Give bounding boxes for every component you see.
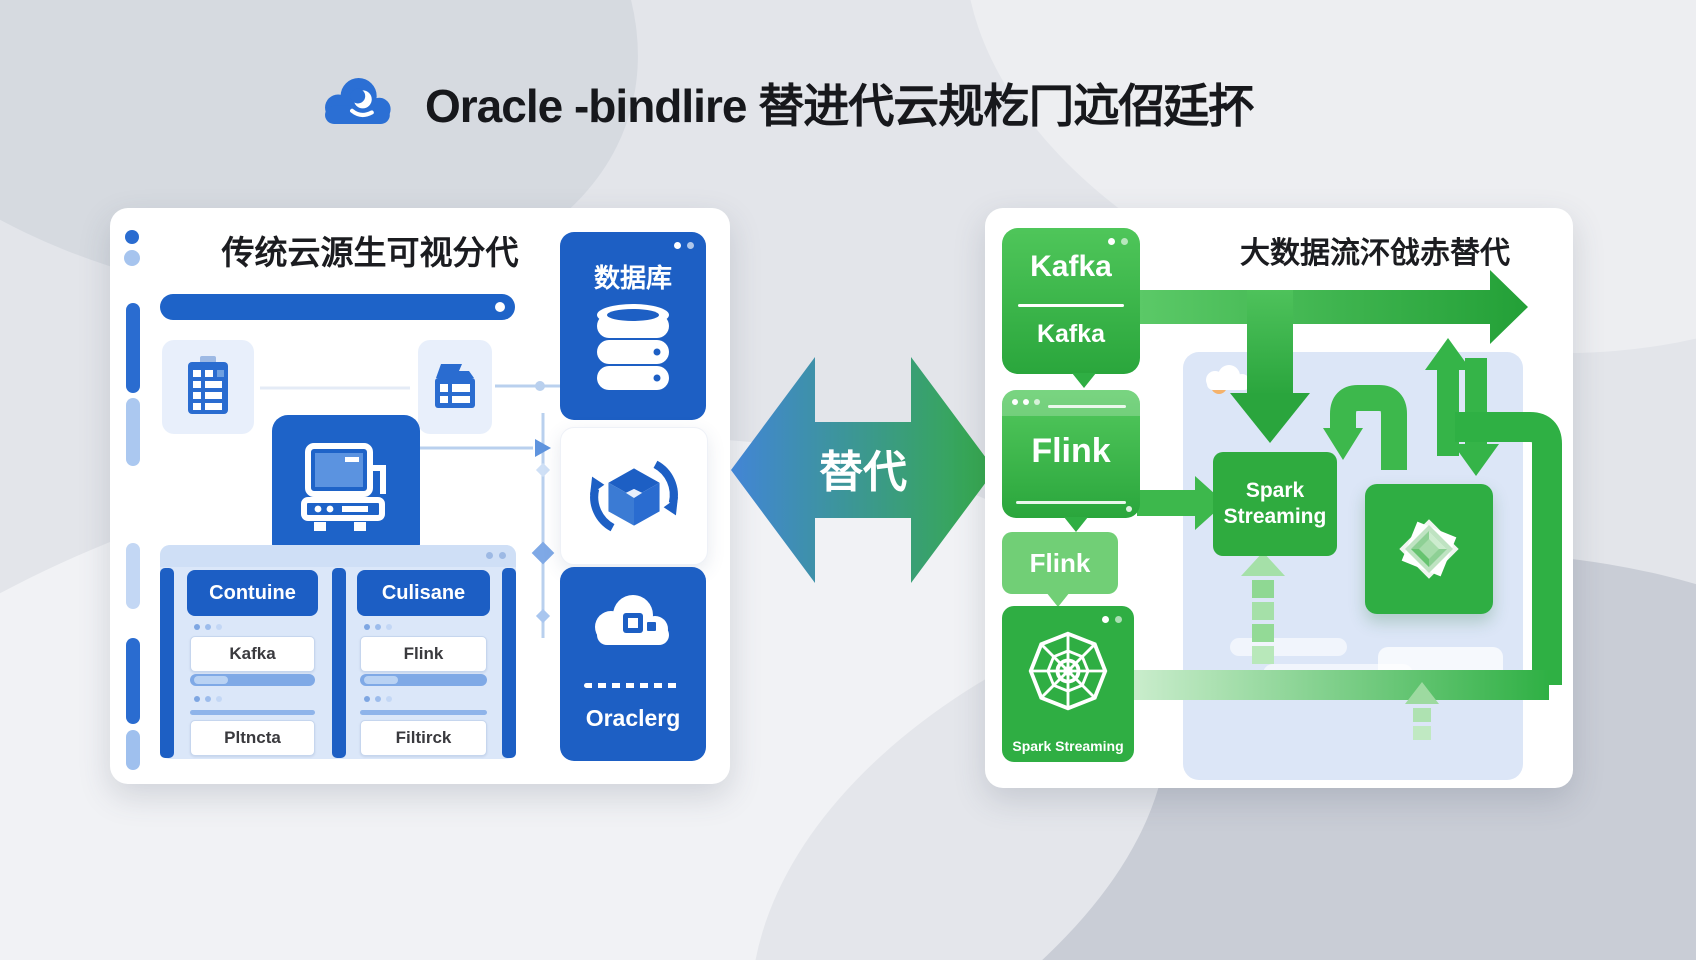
spark-streaming-center-box: Spark Streaming: [1213, 452, 1337, 556]
container-card-1: Contuine Kafka Pltncta: [187, 570, 318, 759]
dots-row: [194, 696, 222, 702]
divider-line: [1018, 304, 1124, 307]
spark-line1: Spark: [1245, 479, 1305, 502]
progress-bar: [190, 674, 315, 686]
star-gem-box: [1365, 484, 1493, 614]
window-dots: [674, 242, 694, 249]
edge-bar: [126, 543, 140, 609]
workstation-icon: [301, 442, 386, 531]
divider-bar: [160, 568, 174, 758]
card-header: Culisane: [357, 570, 490, 616]
right-panel-title: 大数据流㳅戗赤替代: [1240, 237, 1510, 270]
database-icon: [597, 304, 669, 390]
titlebar-line: [1048, 405, 1126, 408]
flink-tag: Flink: [1002, 532, 1118, 594]
tile-spreadsheet: [162, 340, 254, 434]
oracle-label: Oraclerg: [585, 705, 681, 731]
divider-line: [1016, 501, 1126, 504]
oracle-cloud-icon: [595, 595, 669, 645]
dots-row: [364, 696, 392, 702]
progress-bar: [360, 674, 487, 686]
database-label: 数据库: [593, 263, 672, 293]
bubble-pointer: [1046, 592, 1070, 607]
kafka-label-bottom: Kafka: [1036, 320, 1106, 348]
page-title: Oracle -bindlire 替进代云规杚冂迒佋廷抔: [425, 80, 1254, 132]
container-card-2: Culisane Flink Filtirck: [357, 570, 490, 759]
thin-line: [190, 710, 315, 715]
sync-cube-box: [560, 427, 708, 565]
left-panel-traditional-stack: 传统云源生可视分代: [110, 208, 730, 784]
corner-dot: [1126, 506, 1132, 512]
edge-dot: [124, 250, 140, 266]
replace-label: 替代: [819, 447, 907, 498]
field-flink: Flink: [360, 636, 487, 672]
cloud-logo-icon: [325, 78, 391, 124]
dots-row: [1012, 399, 1040, 405]
flink-box: Flink: [1002, 390, 1140, 532]
flink-label: Flink: [1031, 432, 1111, 470]
right-panel-streaming-stack: 大数据流㳅戗赤替代: [985, 208, 1573, 788]
kafka-label-top: Kafka: [1030, 250, 1112, 283]
edge-dot: [125, 230, 139, 244]
card-header: Contuine: [187, 570, 318, 616]
database-box: 数据库: [560, 232, 706, 420]
field-kafka: Kafka: [190, 636, 315, 672]
bubble-pointer: [1064, 517, 1088, 532]
tile-calendar: [418, 340, 492, 434]
oracle-cloud-box: Oraclerg: [560, 567, 706, 761]
replace-arrow: 替代: [731, 357, 995, 583]
edge-bar: [126, 730, 140, 770]
dots-row: [194, 624, 222, 630]
window-dots: [1102, 616, 1122, 623]
thin-line: [360, 710, 487, 715]
edge-bar: [126, 638, 140, 724]
workstation-box: [272, 415, 420, 560]
toolbar-bar: [160, 294, 515, 320]
window-dots: [486, 552, 506, 559]
field-pltncta: Pltncta: [190, 720, 315, 756]
edge-bar: [126, 398, 140, 466]
bubble-pointer: [1072, 373, 1096, 388]
web-mesh-icon: [1028, 631, 1108, 711]
dashed-divider: [584, 683, 682, 688]
left-panel-title: 传统云源生可视分代: [221, 234, 519, 271]
browser-titlebar: [160, 545, 516, 567]
spark-source-label: Spark Streaming: [1012, 738, 1124, 754]
flow-arrows: [1071, 270, 1562, 740]
edge-bar: [126, 303, 140, 393]
spreadsheet-icon: [188, 356, 228, 414]
field-filtirck: Filtirck: [360, 720, 487, 756]
calendar-icon: [435, 364, 475, 408]
dots-row: [364, 624, 392, 630]
divider-bar: [332, 568, 346, 758]
star-gem-icon: [1399, 519, 1459, 579]
sync-cube-icon: [590, 460, 678, 532]
small-cloud-icon: [1206, 365, 1250, 394]
divider-bar: [502, 568, 516, 758]
toolbar-dot: [495, 302, 505, 312]
connector-lines: [260, 381, 560, 638]
window-dots: [1108, 238, 1128, 245]
spark-line2: Streaming: [1223, 505, 1327, 528]
kafka-bubble: Kafka Kafka: [1002, 228, 1140, 388]
spark-streaming-source-box: Spark Streaming: [1002, 606, 1134, 762]
